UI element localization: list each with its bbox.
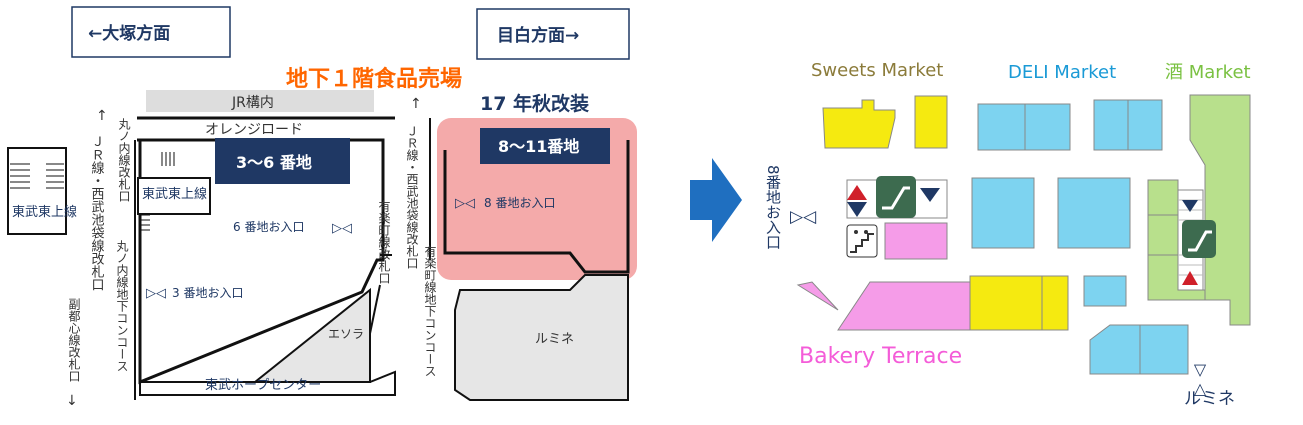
- escalator-icon: [1182, 220, 1216, 258]
- block-3-6-box: [215, 138, 350, 184]
- direction-mejiro: 目白方面→: [497, 25, 579, 46]
- bakery-block-small: [884, 222, 948, 260]
- sweets-block-1: [822, 99, 896, 149]
- orange-road-label: オレンジロード: [205, 122, 303, 138]
- deli-block-1: [977, 103, 1071, 151]
- bakery-block-1: [796, 281, 839, 311]
- deli-block-4: [1057, 177, 1131, 249]
- direction-box-mejiro: [476, 8, 630, 60]
- block-3-6-label: 3〜6 番地: [236, 153, 312, 172]
- block-8-11-label: 8〜11番地: [498, 137, 579, 156]
- entrance-8-marker-right: ▷◁: [790, 207, 817, 227]
- bakery-block-2: [837, 281, 971, 331]
- sweets-block-3: [969, 275, 1069, 331]
- jr-inside-area: [146, 90, 374, 112]
- floor-title: 地下１階食品売場: [286, 66, 462, 92]
- sake-block-2: [1147, 179, 1206, 301]
- escalator-down-icon: [1182, 200, 1198, 212]
- entrance-3-marker: ▷◁: [146, 286, 166, 301]
- jr-inside-label: JR構内: [231, 95, 274, 111]
- arrow-up-right: ↑: [410, 96, 422, 112]
- yurakucho-concourse-label: 有楽町線地下コンコース: [423, 245, 437, 377]
- elevator-icon: [847, 185, 867, 217]
- escalator-up-icon: [1182, 271, 1198, 285]
- deli-block-5: [1083, 275, 1127, 307]
- fukutoshin-ticket-label: 副都心線改札口: [67, 298, 81, 382]
- sweets-block-2: [914, 95, 948, 149]
- marunouchi-concourse-label: 丸ノ内線地下コンコース: [115, 240, 129, 372]
- tobu-tojo-small-label: 東武東上線: [142, 186, 207, 202]
- lumine-label-left: ルミネ: [535, 332, 574, 347]
- direction-box-otsuka: [71, 6, 231, 58]
- jr-seibu-ticket-left-label: ＪＲ線・西武池袋線改札口: [89, 135, 105, 291]
- entrance-6-marker: ▷◁: [332, 221, 352, 236]
- entrance-6-label: 6 番地お入口: [233, 220, 304, 234]
- lumine-block: [454, 274, 629, 401]
- escalator-icon: [876, 176, 916, 218]
- sake-market-label: 酒 Market: [1165, 62, 1251, 83]
- sweets-market-label: Sweets Market: [811, 60, 943, 81]
- left-map: ←大塚方面 目白方面→ 地下１階食品売場 17 年秋改装 JR構内 オレンジロー…: [7, 6, 637, 409]
- tobu-tojo-small-block: [137, 177, 211, 215]
- yurakucho-ticket-label: 有楽町線改札口: [377, 200, 391, 284]
- direction-otsuka: ←大塚方面: [88, 23, 170, 44]
- deli-market-label: DELI Market: [1008, 62, 1116, 83]
- deli-block-3: [971, 177, 1035, 249]
- entrance-3-label: 3 番地お入口: [172, 286, 243, 300]
- stairs-ticks: [140, 152, 175, 231]
- bakery-terrace-label: Bakery Terrace: [799, 344, 962, 369]
- arrow-up-left: ↑: [96, 108, 108, 124]
- tobu-hope-label: 東武ホープセンター: [205, 377, 321, 393]
- esora-label: エソラ: [328, 327, 364, 341]
- entrance-marker-lumine: ▽△: [1191, 360, 1210, 398]
- tobu-tojo-line-label: 東武東上線: [12, 204, 77, 220]
- deli-block-6: [1089, 324, 1189, 375]
- renovation-label: 17 年秋改装: [480, 92, 589, 115]
- marunouchi-ticket-label: 丸ノ内線改札口: [117, 118, 131, 202]
- block-8-11-box: [480, 128, 610, 164]
- lumine-label-right: ルミネ: [1184, 389, 1235, 409]
- entrance-8-vertical-label: 8番地お入口: [764, 165, 782, 250]
- stairs-icon: [846, 224, 878, 258]
- jr-seibu-ticket-right-label: ＪＲ線・西武池袋線改札口: [405, 125, 419, 269]
- tobu-tojo-line-block: [7, 147, 67, 235]
- tobu-hope-outline: [139, 370, 396, 396]
- right-map: Sweets Market DELI Market 酒 Market: [764, 60, 1251, 409]
- block-8-11-outline: [443, 140, 630, 274]
- big-arrow-right-icon: [690, 158, 742, 242]
- entrance-8-label: 8 番地お入口: [484, 196, 555, 210]
- sake-block-1: [1189, 94, 1251, 326]
- entrance-8-marker: ▷◁: [455, 196, 475, 211]
- arrow-down-left: ↓: [66, 393, 78, 409]
- escalator-down-icon-left: [920, 188, 940, 202]
